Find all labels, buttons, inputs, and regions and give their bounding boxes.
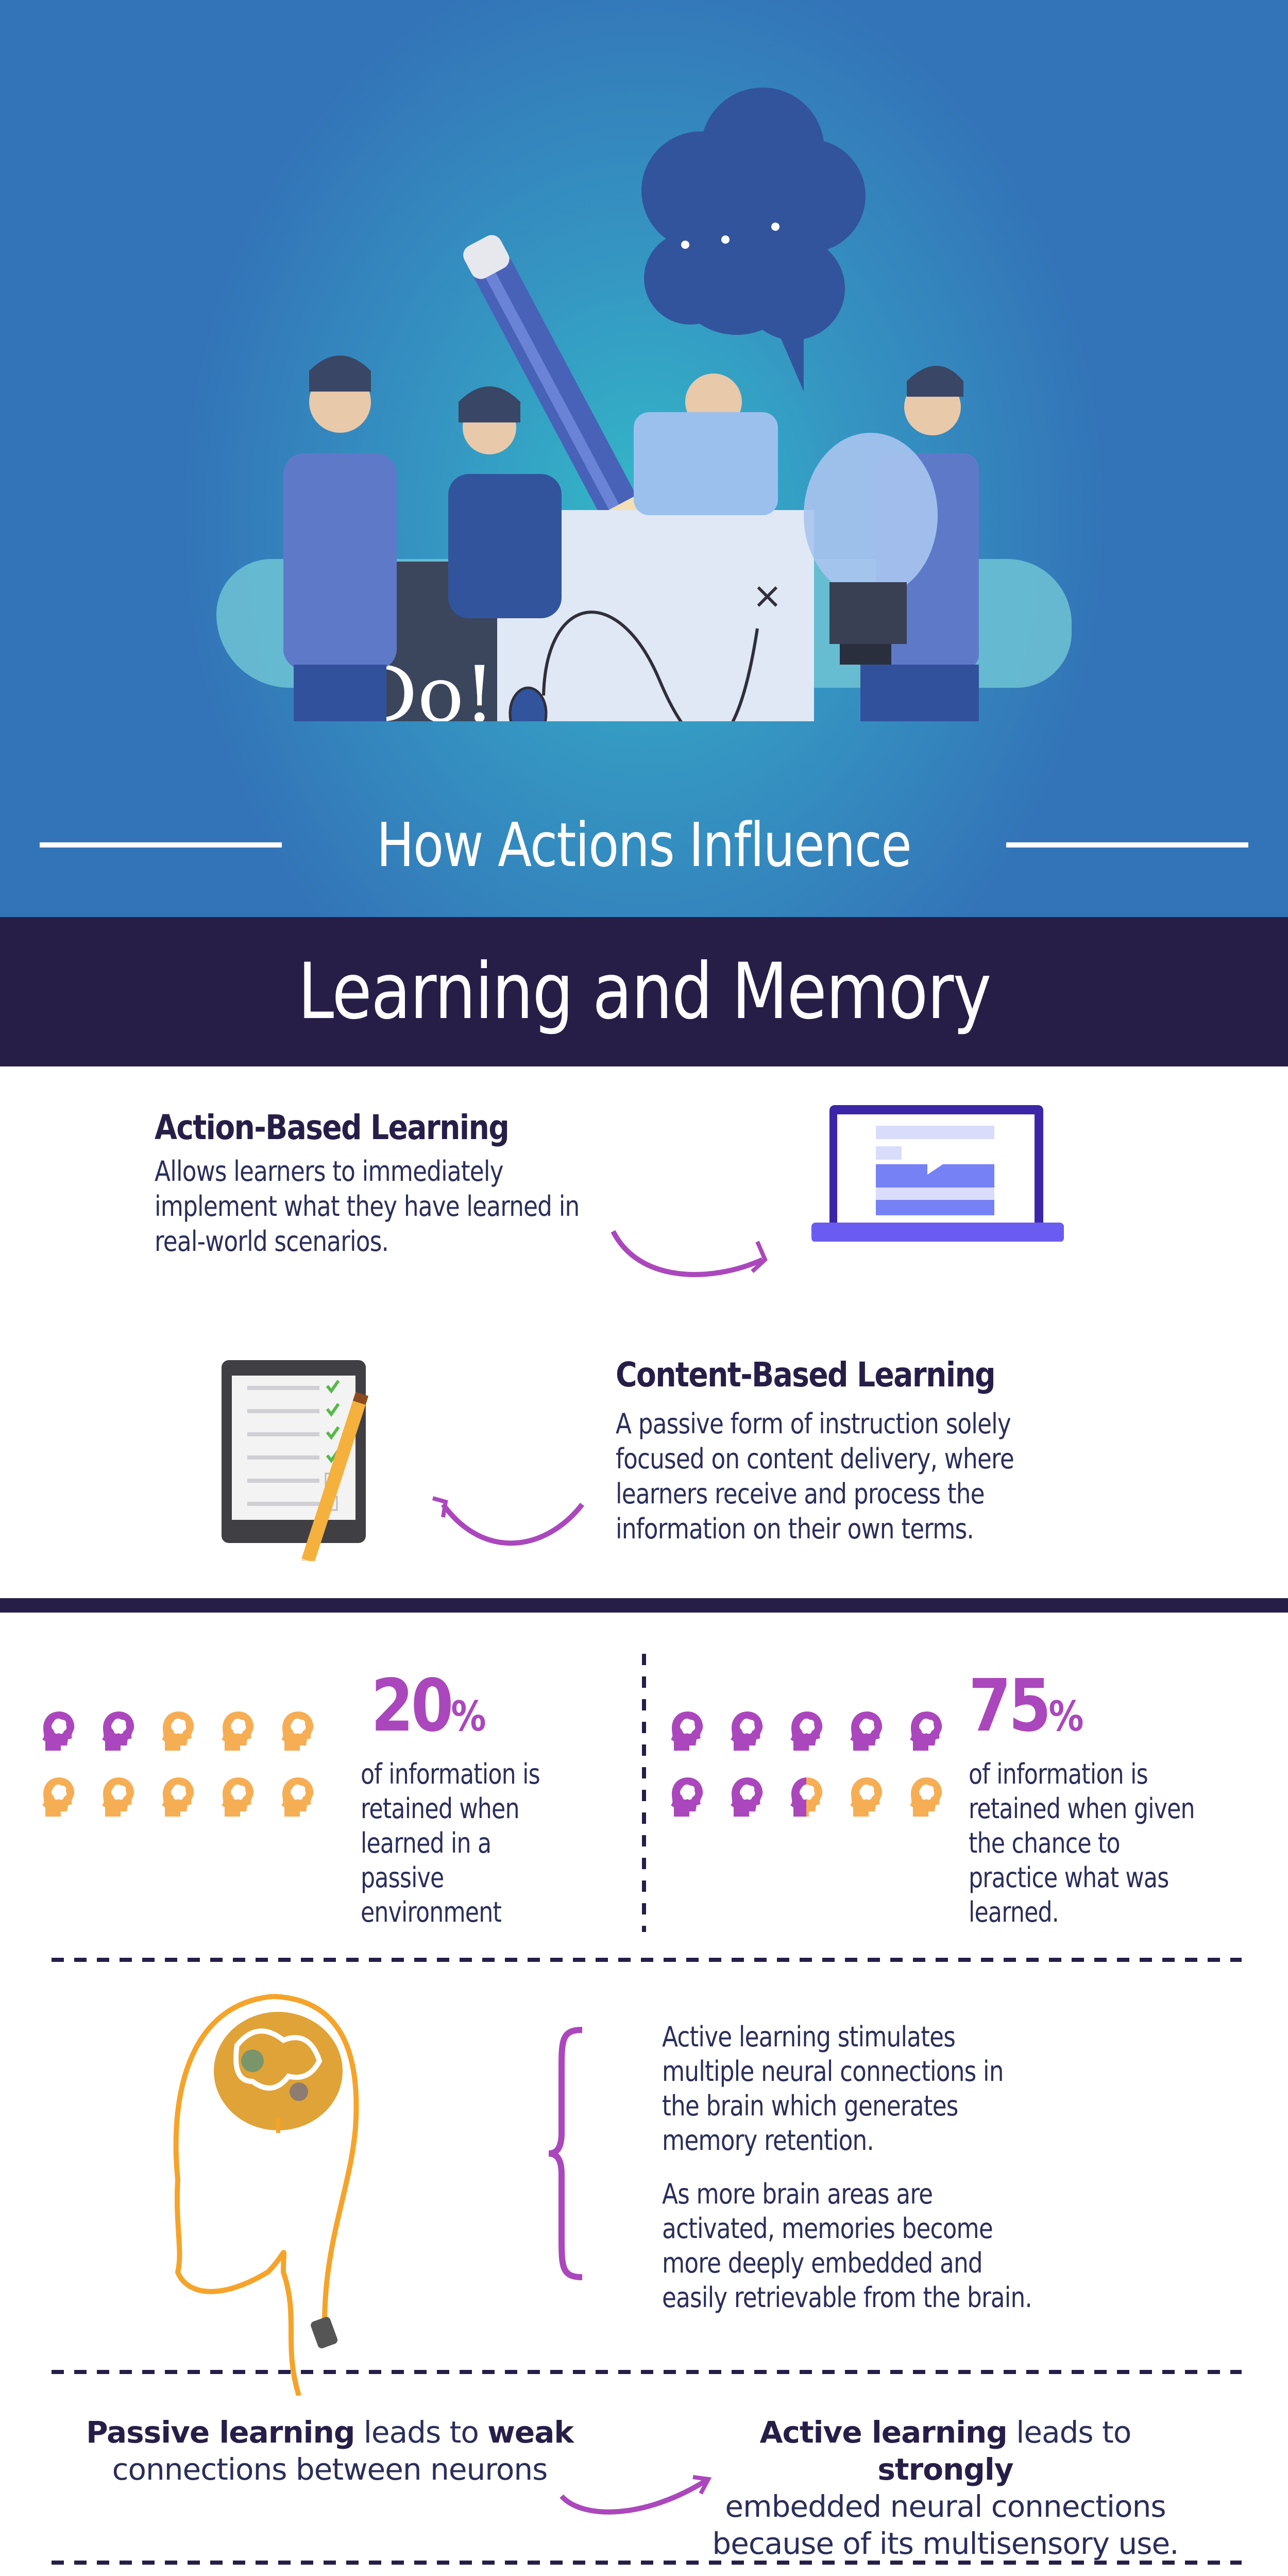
head-pictogram-icon: [850, 1711, 883, 1751]
head-pictogram-icon: [850, 1777, 883, 1817]
curly-brace-icon: [548, 2027, 583, 2280]
head-pictogram-icon: [910, 1777, 942, 1817]
subtitle-row: How Actions Influence: [0, 809, 1288, 880]
stats-vertical-divider: [642, 1654, 646, 1932]
stat-75-value: 75%: [969, 1664, 1084, 1748]
checklist-pencil-icon: [222, 1360, 369, 1561]
head-pictogram-icon: [910, 1711, 942, 1751]
dashed-divider: [52, 2561, 1242, 2565]
title-band: Learning and Memory: [0, 917, 1288, 1066]
content-based-description: A passive form of instruction solely foc…: [616, 1408, 1014, 1545]
head-pictogram-icon: [671, 1777, 703, 1817]
head-pictogram-icon: [281, 1777, 314, 1817]
head-pictogram-icon: [671, 1711, 703, 1751]
subtitle-rule-left: [40, 842, 282, 848]
heads-grid-75: [670, 1710, 945, 1818]
head-pictogram-icon: [222, 1777, 254, 1817]
head-pictogram-icon: [102, 1777, 134, 1817]
person-bearded: [634, 374, 778, 515]
hero-banner: × Do! How Actions Influence: [0, 0, 1288, 917]
curved-arrow-icon: [560, 2475, 712, 2515]
action-based-title: Action-Based Learning: [155, 1108, 510, 1147]
content-based-title: Content-Based Learning: [616, 1355, 996, 1395]
head-pictogram-icon: [790, 1711, 823, 1751]
heads-grid-20: [41, 1710, 316, 1818]
head-pictogram-icon: [790, 1777, 823, 1817]
head-pictogram-icon: [102, 1711, 134, 1751]
curved-arrow-back-icon: [432, 1496, 584, 1546]
person-left: [283, 355, 397, 721]
person-woman: [448, 386, 562, 618]
stat-75-description: of information is retained when given th…: [969, 1758, 1195, 1928]
lightbulb-icon: [804, 433, 938, 665]
head-pictogram-icon: [42, 1777, 75, 1817]
subtitle-rule-right: [1006, 842, 1248, 848]
head-pictogram-icon: [162, 1777, 194, 1817]
dashed-divider: [52, 2370, 1242, 2374]
team-illustration: × Do!: [283, 88, 979, 721]
passive-learning-statement: Passive learning leads to weak connectio…: [86, 2415, 574, 2487]
head-pictogram-icon: [281, 1711, 314, 1751]
stat-20-description: of information is retained when learned …: [361, 1758, 540, 1928]
svg-text:×: ×: [752, 574, 783, 617]
pencil-icon: [463, 235, 640, 546]
head-pictogram-icon: [42, 1711, 75, 1751]
head-pictogram-icon: [222, 1711, 254, 1751]
page-title: Learning and Memory: [297, 947, 991, 1037]
dashed-divider: [52, 1958, 1242, 1962]
head-pictogram-icon: [731, 1711, 763, 1751]
head-pictogram-icon: [731, 1777, 763, 1817]
hero-subtitle: How Actions Influence: [377, 809, 912, 880]
laptop-video-icon: [811, 1105, 1064, 1242]
action-based-description: Allows learners to immediately implement…: [155, 1155, 580, 1258]
active-learning-statement: Active learning leads to strongly embedd…: [712, 2415, 1179, 2561]
thought-cloud-icon: [641, 88, 866, 392]
curved-arrow-icon: [611, 1230, 768, 1277]
stat-20-value: 20%: [371, 1664, 486, 1748]
brain-plug-icon: [173, 1994, 359, 2396]
head-pictogram-icon: [162, 1711, 194, 1751]
brain-paragraph-2: As more brain areas are activated, memor…: [662, 2178, 1032, 2314]
brain-paragraph-1: Active learning stimulates multiple neur…: [662, 2021, 1004, 2157]
section-divider: [0, 1598, 1288, 1613]
